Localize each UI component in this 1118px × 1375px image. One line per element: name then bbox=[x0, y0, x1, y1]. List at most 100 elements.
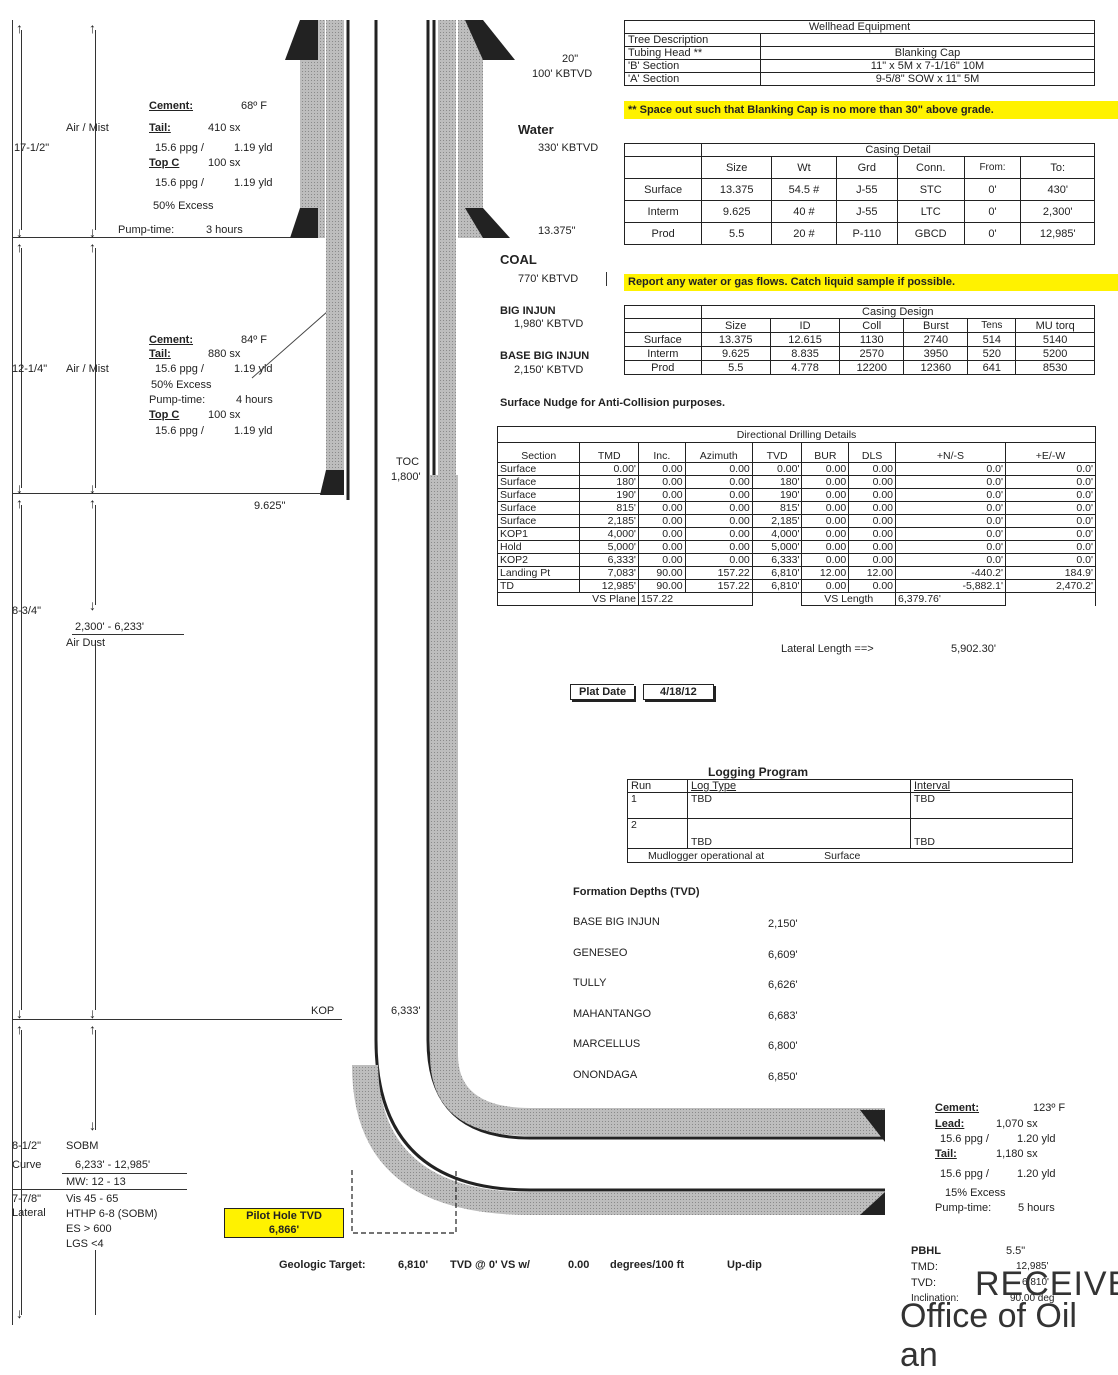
directional-cell: 0.00 bbox=[801, 540, 850, 554]
depth-line bbox=[21, 248, 22, 488]
up-arrow-icon: ↑ bbox=[89, 20, 96, 36]
formation-depth: 2,150' bbox=[768, 918, 798, 930]
casing-detail-title: Casing Detail bbox=[701, 143, 1095, 157]
logging-title: Logging Program bbox=[708, 765, 808, 779]
directional-cell: 0.00 bbox=[801, 553, 850, 567]
pilot-value: 6,866' bbox=[268, 1224, 300, 1236]
formation-depth: 6,850' bbox=[768, 1070, 798, 1083]
pump-1: Pump-time: bbox=[118, 224, 175, 236]
directional-title: Directional Drilling Details bbox=[497, 426, 1096, 443]
formation-name: GENESEO bbox=[573, 946, 628, 959]
directional-cell: TD bbox=[496, 579, 581, 593]
toc-depth: 1,800' bbox=[391, 471, 421, 483]
excess-2: 50% Excess bbox=[151, 379, 212, 391]
directional-cell: 0.00' bbox=[751, 462, 803, 476]
directional-cell: 190' bbox=[751, 488, 803, 502]
directional-cell: 0.00 bbox=[801, 514, 850, 528]
tail-label-1: Tail: bbox=[149, 122, 171, 134]
hole-size-4: 8-1/2" bbox=[12, 1140, 41, 1152]
formation-name: TULLY bbox=[573, 977, 607, 989]
depth-line bbox=[95, 1250, 96, 1315]
directional-cell: 0.00 bbox=[848, 488, 896, 502]
directional-cell: Surface bbox=[496, 514, 581, 528]
directional-cell: 157.22 bbox=[684, 566, 753, 580]
es: ES > 600 bbox=[66, 1223, 112, 1235]
directional-cell: 0.00 bbox=[848, 553, 896, 567]
directional-cell: 0.0' bbox=[895, 501, 1006, 515]
bigi-label: BIG INJUN bbox=[500, 305, 556, 317]
directional-cell: KOP1 bbox=[496, 527, 581, 541]
directional-cell: 0.00 bbox=[637, 514, 686, 528]
directional-cell: 0.00 bbox=[801, 475, 850, 489]
directional-cell: 2,185' bbox=[579, 514, 639, 528]
down-arrow-icon: ↓ bbox=[89, 1005, 96, 1021]
directional-cell: 0.0' bbox=[895, 475, 1006, 489]
lead-label: Lead: bbox=[935, 1118, 965, 1130]
prod-excess: 15% Excess bbox=[945, 1187, 1006, 1199]
lead-sx: 1,070 sx bbox=[996, 1118, 1038, 1130]
hole-size-3: 8-3/4" bbox=[12, 605, 41, 617]
directional-cell: 157.22 bbox=[684, 579, 753, 593]
directional-cell: 0.00 bbox=[637, 527, 686, 541]
up-arrow-icon: ↑ bbox=[16, 495, 23, 511]
pbhl-tmd-label: TMD: bbox=[911, 1261, 938, 1273]
target-deg: 0.00 bbox=[568, 1259, 590, 1271]
pilot-title: Pilot Hole TVD bbox=[246, 1210, 322, 1222]
up-arrow-icon: ↑ bbox=[16, 1021, 23, 1037]
pbhl-size: 5.5" bbox=[1006, 1245, 1026, 1257]
directional-cell: 0.00 bbox=[684, 488, 753, 502]
formation-name: BASE BIG INJUN bbox=[573, 916, 660, 928]
yld2-1: 1.19 yld bbox=[234, 177, 273, 189]
vs-length-label: VS Length bbox=[801, 592, 896, 606]
directional-cell: 0.00 bbox=[848, 501, 896, 515]
lateral-label: Lateral bbox=[12, 1207, 46, 1219]
yld-1: 1.19 yld bbox=[234, 142, 273, 154]
directional-cell: 0.00 bbox=[684, 553, 753, 567]
directional-cell: 0.00 bbox=[684, 527, 753, 541]
pilot-hole-box: Pilot Hole TVD 6,866' bbox=[224, 1208, 344, 1238]
lgs: LGS <4 bbox=[66, 1238, 104, 1250]
directional-cell: 180' bbox=[579, 475, 639, 489]
directional-cell: 4,000' bbox=[751, 527, 803, 541]
pbhl-inc: 90.00 deg bbox=[1010, 1293, 1055, 1304]
fluid-3: Air Dust bbox=[66, 637, 106, 649]
wellhead-table: Wellhead Equipment Tree Description Tubi… bbox=[624, 20, 1095, 86]
directional-cell: 0.00 bbox=[684, 475, 753, 489]
formation-name: MAHANTANGO bbox=[573, 1007, 652, 1020]
ppg-1: 15.6 ppg / bbox=[155, 142, 204, 154]
coal-depth: 770' KBTVD bbox=[518, 273, 579, 285]
directional-cell: 90.00 bbox=[637, 579, 686, 593]
down-arrow-icon: ↓ bbox=[16, 1005, 23, 1021]
topc-sx-2: 100 sx bbox=[208, 409, 241, 421]
prod-ppg: 15.6 ppg / bbox=[940, 1133, 989, 1145]
hthp: HTHP 6-8 (SOBM) bbox=[66, 1208, 158, 1220]
ppg2-1: 15.6 ppg / bbox=[155, 177, 204, 189]
directional-cell: 12.00 bbox=[801, 566, 850, 580]
ppg2-2: 15.6 ppg / bbox=[155, 425, 204, 437]
directional-cell: 90.00 bbox=[637, 566, 686, 580]
pbhl-tmd: 12,985' bbox=[1016, 1261, 1049, 1272]
target-label: Geologic Target: bbox=[279, 1259, 366, 1271]
depth-divider bbox=[12, 237, 312, 238]
wellhead-note: ** Space out such that Blanking Cap is n… bbox=[624, 101, 1118, 119]
toc-label: TOC bbox=[396, 456, 420, 468]
directional-cell: 0.0' bbox=[1005, 501, 1096, 515]
directional-cell: 0.00 bbox=[801, 488, 850, 502]
directional-table: Directional Drilling Details Section TMD… bbox=[496, 426, 1096, 606]
left-border bbox=[12, 20, 13, 1325]
prod-cement-title: Cement: bbox=[935, 1102, 980, 1114]
down-arrow-icon: ↓ bbox=[16, 224, 23, 240]
csg20-label: 20" bbox=[562, 53, 579, 65]
formation-depth: 6,800' bbox=[768, 1040, 798, 1052]
prod-tail-label: Tail: bbox=[935, 1148, 957, 1160]
range-underline bbox=[12, 1189, 187, 1190]
